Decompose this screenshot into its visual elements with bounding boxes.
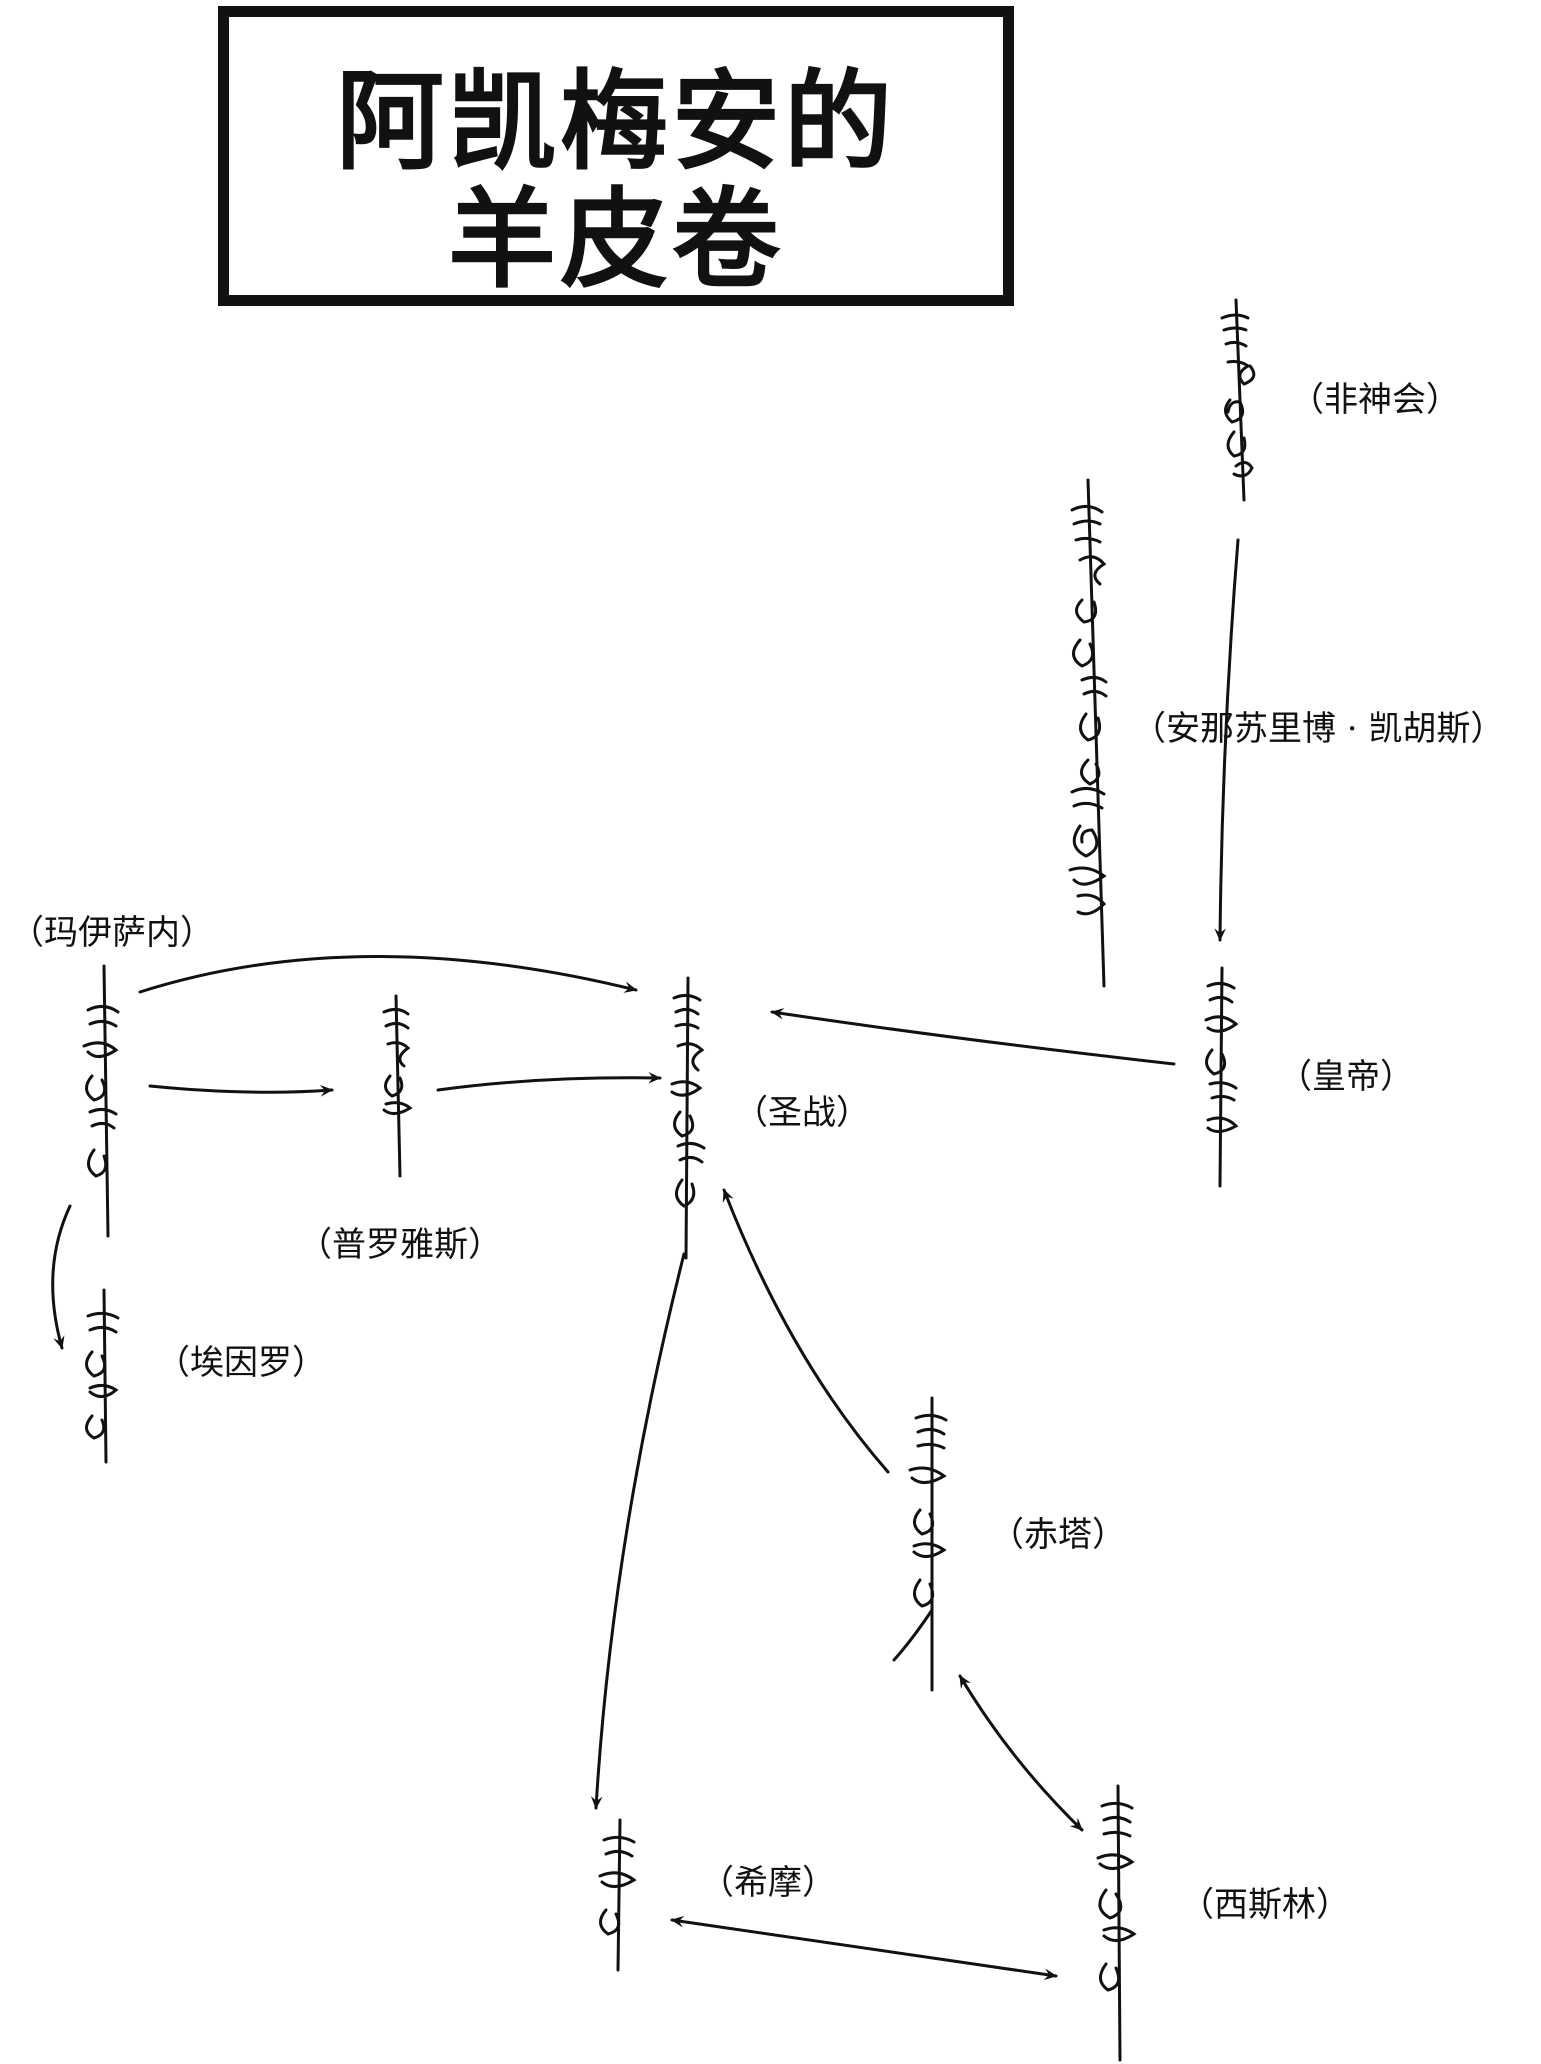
connection-arrows: [51, 538, 1240, 1981]
title-box: 阿凯梅安的 羊皮卷: [218, 6, 1014, 306]
arrow-emperor-to-holywar: [770, 1007, 1176, 1066]
glyph-maithanet: [82, 964, 120, 1238]
glyph-inrau: [85, 1288, 120, 1464]
label-fei-shen-hui: （非神会）: [1290, 380, 1460, 420]
title-line-2: 羊皮卷: [447, 178, 784, 303]
arrow-holywar-to-hima: [590, 1252, 686, 1810]
glyph-anasurimbor-kellhus: [1068, 478, 1108, 988]
glyph-proyas: [382, 994, 413, 1178]
glyph-holy-war: [670, 976, 706, 1260]
arrow-hima-xilin: [670, 1915, 1058, 1981]
arrow-maithanet-to-inrau: [51, 1204, 72, 1350]
glyph-emperor: [1204, 966, 1239, 1188]
arrow-feishenhui-to-emperor: [1214, 538, 1240, 942]
label-anasurimbor-kellhus: （安那苏里博 · 凯胡斯）: [1132, 709, 1505, 749]
arrow-maithanet-to-holywar-top: [138, 955, 638, 994]
label-inrau: （埃因罗）: [156, 1343, 326, 1383]
glyph-fei-shen-hui: [1220, 298, 1256, 502]
glyph-chitha: [892, 1396, 948, 1692]
glyph-hima: [598, 1818, 637, 1972]
label-proyas: （普罗雅斯）: [298, 1225, 502, 1265]
arrow-chitha-to-holywar: [722, 1188, 890, 1474]
arrow-maithanet-to-proyas: [148, 1084, 334, 1097]
label-holy-war: （圣战）: [734, 1093, 870, 1133]
label-xilin: （西斯林）: [1180, 1885, 1350, 1925]
arrow-chitha-xilin: [958, 1674, 1084, 1832]
glyph-xilin: [1096, 1784, 1137, 2062]
label-maithanet: （玛伊萨内）: [10, 913, 214, 953]
title-line-1: 阿凯梅安的: [335, 60, 896, 185]
label-chitha: （赤塔）: [990, 1515, 1126, 1555]
label-emperor: （皇帝）: [1278, 1057, 1414, 1097]
label-hima: （希摩）: [700, 1863, 836, 1903]
arrow-proyas-to-holywar: [436, 1071, 662, 1092]
